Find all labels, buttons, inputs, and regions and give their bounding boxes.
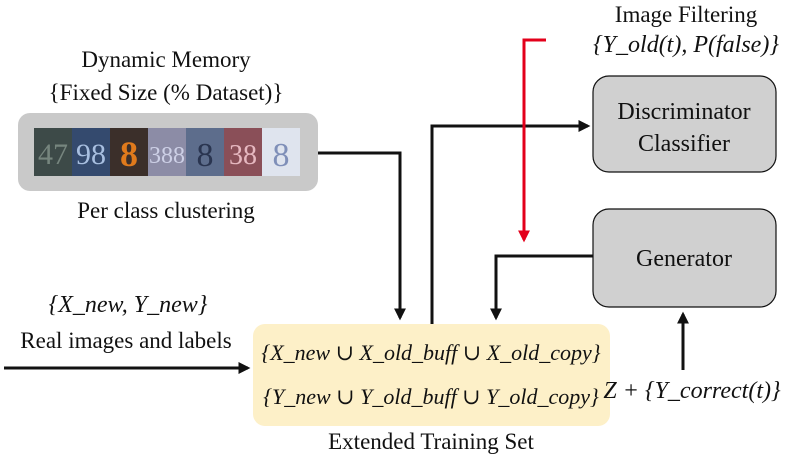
- filtering-formula: {Y_old(t), P(false)}: [593, 32, 779, 58]
- digit-thumbnail-label: 388: [149, 143, 185, 169]
- digit-thumbnail-label: 98: [76, 138, 106, 171]
- digit-thumbnail: [72, 128, 110, 176]
- memory-subtitle: {Fixed Size (% Dataset)}: [49, 80, 284, 105]
- generator-label: Generator: [636, 246, 732, 272]
- digit-thumbnail: [148, 128, 186, 176]
- digit-thumbnail: [224, 128, 262, 176]
- generator-to-training-arrow: [490, 254, 593, 321]
- memory-caption: Per class clustering: [77, 198, 255, 223]
- memory-title: Dynamic Memory: [81, 47, 251, 72]
- input-label: Real images and labels: [20, 328, 231, 353]
- digit-thumbnail-label: 8: [273, 137, 290, 174]
- digit-thumbnail-label: 47: [38, 138, 68, 171]
- digit-thumbnail-label: 38: [229, 140, 257, 171]
- digit-thumbnail: [186, 128, 224, 176]
- discriminator-label: Discriminator: [617, 99, 750, 125]
- image-filtering-arrow: [518, 38, 546, 243]
- filtering-title: Image Filtering: [615, 2, 758, 27]
- memory-to-training-arrow: [318, 151, 406, 321]
- extended-training-set-box: [253, 324, 610, 426]
- training-set-caption: Extended Training Set: [328, 429, 534, 454]
- noise-formula: Z + {Y_correct(t)}: [603, 378, 781, 404]
- digit-thumbnail-label: 8: [120, 134, 138, 174]
- generator-box: [592, 208, 777, 308]
- digit-thumbnail: [262, 128, 300, 176]
- digit-thumbnail-label: 8: [197, 137, 214, 174]
- training-set-x-row: {X_new ∪ X_old_buff ∪ X_old_copy}: [261, 340, 600, 365]
- input-formula: {X_new, Y_new}: [49, 292, 208, 318]
- digit-thumbnail: [110, 128, 148, 176]
- discriminator-classifier-box: [592, 75, 777, 173]
- digit-thumbnail: [34, 128, 72, 176]
- training-set-y-row: {Y_new ∪ Y_old_buff ∪ Y_old_copy}: [263, 384, 599, 409]
- training-to-discriminator-arrow: [430, 120, 591, 324]
- memory-thumbnail-strip: 47 98 8 388 8 38 8: [34, 128, 300, 176]
- classifier-label: Classifier: [638, 131, 730, 157]
